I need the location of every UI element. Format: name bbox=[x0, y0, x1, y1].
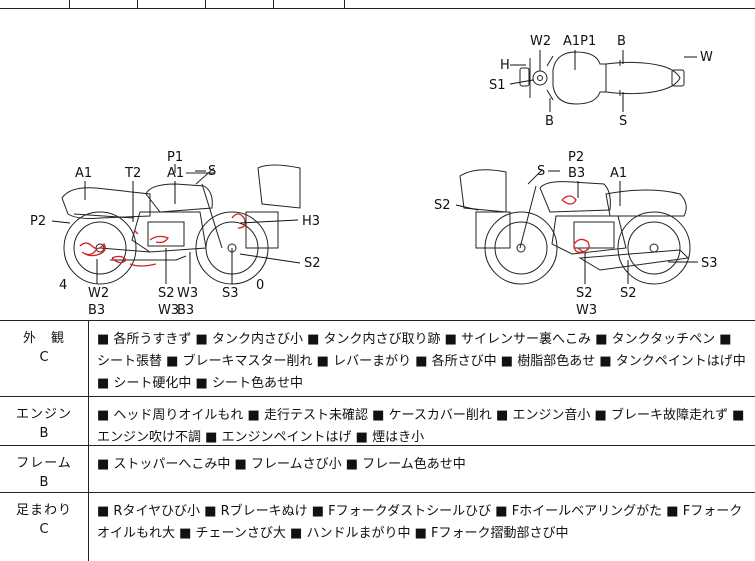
left-label-s2: S2 bbox=[304, 256, 321, 271]
right-label-w3: W3 bbox=[576, 303, 597, 318]
category-grade: C bbox=[39, 350, 49, 365]
row-category: 足まわり C bbox=[0, 492, 89, 561]
motorcycle-diagram: W2 A1P1 B H W S1 B S bbox=[30, 34, 718, 318]
category-name: 外 観 bbox=[22, 331, 65, 346]
row-description: ■ 各所うすきず ■ タンク内さび小 ■ タンク内さび取り跡 ■ サイレンサー裏… bbox=[97, 332, 746, 391]
top-label-w: W bbox=[700, 50, 713, 65]
left-label-a1a: A1 bbox=[75, 166, 92, 181]
row-category: エンジン B bbox=[0, 396, 89, 445]
left-label-t2: T2 bbox=[124, 166, 141, 181]
category-grade: B bbox=[39, 475, 49, 490]
left-label-w2: W2 bbox=[88, 286, 109, 301]
right-leader-lines bbox=[455, 170, 698, 284]
left-label-a1b: A1 bbox=[167, 166, 184, 181]
right-side-bike bbox=[459, 169, 691, 285]
top-label-a1p1: A1P1 bbox=[563, 34, 596, 49]
row-category: フレーム B bbox=[0, 445, 89, 492]
top-label-h: H bbox=[500, 58, 510, 73]
left-label-b3b: B3 bbox=[177, 303, 194, 318]
left-label-h3: H3 bbox=[302, 214, 320, 229]
right-label-a1: A1 bbox=[610, 166, 627, 181]
category-name: 足まわり bbox=[15, 503, 72, 518]
left-label-w3b: W3 bbox=[158, 303, 179, 318]
left-label-w3: W3 bbox=[177, 286, 198, 301]
right-label-s2: S2 bbox=[434, 198, 451, 213]
condition-row-frame: フレーム B ■ ストッパーへこみ中 ■ フレームさび小 ■ フレーム色あせ中 bbox=[0, 445, 755, 493]
category-name: エンジン bbox=[15, 407, 72, 422]
top-label-s: S bbox=[619, 114, 627, 129]
row-category: 外 観 C bbox=[0, 320, 89, 396]
left-label-4: 4 bbox=[59, 278, 67, 293]
top-label-b2: B bbox=[545, 114, 554, 129]
category-grade: C bbox=[39, 522, 49, 537]
left-leader-lines bbox=[51, 164, 301, 284]
category-name: フレーム bbox=[16, 456, 72, 471]
left-label-b3: B3 bbox=[88, 303, 105, 318]
row-description: ■ ストッパーへこみ中 ■ フレームさび小 ■ フレーム色あせ中 bbox=[97, 457, 466, 472]
left-label-0: 0 bbox=[256, 278, 264, 293]
right-label-p2: P2 bbox=[568, 150, 584, 165]
top-leader-lines bbox=[509, 50, 697, 112]
left-label-s: S bbox=[208, 164, 216, 179]
right-side-damage-marks bbox=[561, 195, 590, 255]
right-label-s: S bbox=[537, 164, 545, 179]
row-description: ■ ヘッド周りオイルもれ ■ 走行テスト未確認 ■ ケースカバー削れ ■ エンジ… bbox=[97, 408, 745, 445]
right-label-s2b: S2 bbox=[576, 286, 593, 301]
condition-row-exterior: 外 観 C ■ 各所うすきず ■ タンク内さび小 ■ タンク内さび取り跡 ■ サ… bbox=[0, 320, 755, 397]
condition-row-suspension: 足まわり C ■ Rタイヤひび小 ■ Rブレーキぬけ ■ Fフォークダストシール… bbox=[0, 492, 755, 561]
damage-diagram: W2 A1P1 B H W S1 B S bbox=[0, 8, 755, 321]
top-label-w2: W2 bbox=[530, 34, 551, 49]
left-label-p2: P2 bbox=[30, 214, 46, 229]
top-view-bike bbox=[519, 51, 685, 105]
left-side-bike bbox=[61, 164, 301, 285]
left-label-s2b: S2 bbox=[158, 286, 175, 301]
top-label-b1: B bbox=[617, 34, 626, 49]
left-label-p1: P1 bbox=[167, 150, 183, 165]
previous-table-edge bbox=[0, 0, 755, 9]
category-grade: B bbox=[39, 426, 49, 441]
right-label-b3: B3 bbox=[568, 166, 585, 181]
row-description: ■ Rタイヤひび小 ■ Rブレーキぬけ ■ Fフォークダストシールひび ■ Fホ… bbox=[97, 504, 743, 541]
top-label-s1: S1 bbox=[489, 78, 506, 93]
left-label-s3: S3 bbox=[222, 286, 239, 301]
condition-row-engine: エンジン B ■ ヘッド周りオイルもれ ■ 走行テスト未確認 ■ ケースカバー削… bbox=[0, 396, 755, 446]
right-label-s2c: S2 bbox=[620, 286, 637, 301]
left-side-damage-marks bbox=[79, 213, 246, 267]
right-label-s3: S3 bbox=[701, 256, 718, 271]
